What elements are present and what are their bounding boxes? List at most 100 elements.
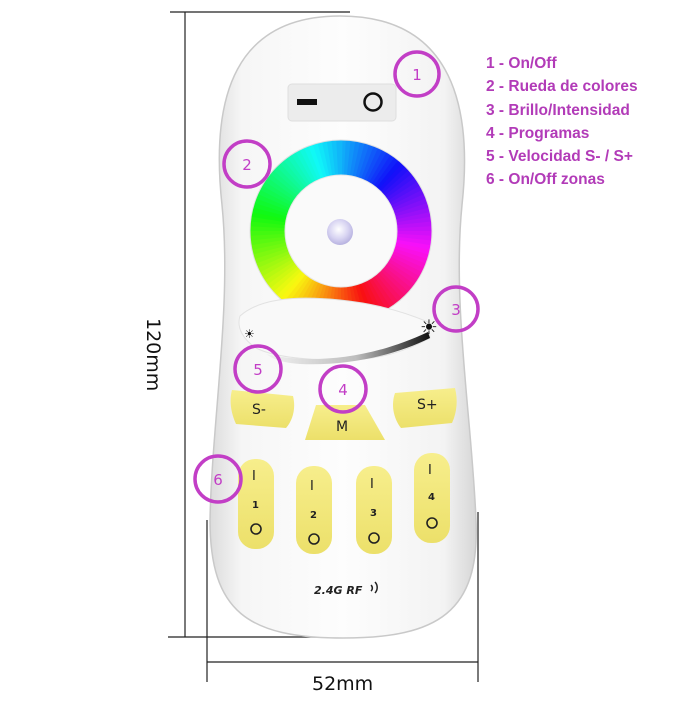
- wheel-segment: [259, 255, 293, 277]
- zone-off-mark: [250, 523, 262, 535]
- zone-button-4[interactable]: I 4: [414, 453, 450, 543]
- wheel-segment: [363, 147, 384, 182]
- power-on-mark: [363, 92, 383, 112]
- svg-text:1: 1: [412, 66, 422, 84]
- power-off-mark: [297, 99, 317, 105]
- zone-button-2[interactable]: I 2: [296, 466, 332, 554]
- zone-on-mark: I: [370, 477, 374, 492]
- wheel-segment: [308, 144, 325, 179]
- zone-on-mark: I: [428, 463, 432, 478]
- speed-down-button[interactable]: [230, 390, 295, 428]
- wheel-segment: [257, 188, 292, 209]
- wheel-segment: [326, 140, 337, 176]
- bright-sun-icon: ☀: [420, 315, 438, 339]
- wireless-icon: [370, 581, 378, 594]
- svg-text:6: 6: [213, 471, 223, 489]
- mode-button[interactable]: [305, 405, 385, 440]
- wheel-segment: [250, 235, 286, 246]
- zone-on-mark: I: [252, 469, 256, 484]
- brightness-slider[interactable]: [238, 297, 431, 361]
- wheel-segment: [269, 265, 300, 292]
- wheel-segment: [259, 184, 293, 206]
- callout-2: 2: [222, 139, 272, 189]
- callout-4: 4: [318, 364, 368, 414]
- wheel-segment: [389, 185, 423, 207]
- wheel-segment: [299, 147, 320, 182]
- wheel-segment: [376, 160, 403, 190]
- wheel-segment: [254, 197, 290, 214]
- wheel-segment: [394, 202, 430, 218]
- wheel-segment: [272, 267, 302, 296]
- wheel-segment: [382, 170, 413, 197]
- svg-text:5: 5: [253, 361, 263, 379]
- wheel-segment: [279, 272, 306, 302]
- wheel-segment: [317, 141, 331, 177]
- zone-button-1[interactable]: I 1: [238, 459, 274, 549]
- wheel-segment: [391, 251, 426, 270]
- wheel-segment: [395, 212, 432, 224]
- wheel-segment: [336, 140, 343, 176]
- wheel-segment: [280, 159, 307, 190]
- wheel-segment: [252, 244, 288, 260]
- zone-on-mark: I: [310, 479, 314, 494]
- wheel-segment: [371, 154, 396, 187]
- wheel-segment: [390, 253, 425, 274]
- wheel-segment: [322, 140, 334, 177]
- wheel-segment: [378, 163, 407, 193]
- wheel-segment: [264, 176, 297, 201]
- wheel-segment: [287, 153, 312, 186]
- svg-text:4: 4: [338, 381, 348, 399]
- svg-text:2: 2: [242, 156, 252, 174]
- wheel-segment: [373, 157, 400, 189]
- wheel-segment: [291, 151, 314, 185]
- wheel-segment: [267, 172, 299, 199]
- wheel-segment: [387, 259, 420, 282]
- wheel-segment: [273, 165, 303, 194]
- legend-item-on-off: 1 - On/Off: [486, 55, 557, 72]
- zone-number: 3: [370, 508, 377, 519]
- wheel-segment: [361, 146, 380, 181]
- wheel-segment: [312, 142, 328, 178]
- wheel-segment: [283, 156, 309, 188]
- wheel-segment: [368, 277, 391, 311]
- wheel-segment: [390, 189, 425, 210]
- wheel-segment: [276, 162, 305, 192]
- zone-off-mark: [426, 517, 438, 529]
- wheel-segment: [392, 248, 428, 265]
- zone-number: 2: [310, 510, 317, 521]
- wheel-segment: [386, 177, 419, 202]
- wheel-segment: [254, 247, 289, 264]
- wheel-segment: [375, 272, 402, 303]
- wheel-segment: [303, 145, 322, 180]
- wheel-segment: [370, 276, 395, 309]
- dim-sun-icon: ☀: [244, 327, 255, 341]
- wheel-segment: [282, 273, 309, 305]
- speed-up-button[interactable]: [393, 388, 457, 428]
- wheel-segment: [396, 226, 432, 233]
- legend-item-speed: 5 - Velocidad S- / S+: [486, 148, 633, 166]
- zone-off-mark: [368, 532, 380, 544]
- wheel-segment: [365, 279, 387, 313]
- callout-1: 1: [393, 50, 441, 98]
- wheel-segment: [387, 181, 421, 204]
- wheel-segment: [250, 238, 287, 250]
- wheel-segment: [392, 193, 427, 212]
- legend: 1 - On/Off 2 - Rueda de colores 3 - Bril…: [486, 52, 638, 192]
- wheel-segment: [295, 149, 317, 183]
- wheel-segment: [256, 192, 291, 211]
- wheel-segment: [389, 256, 423, 278]
- wheel-segment: [369, 152, 392, 185]
- legend-item-color-wheel: 2 - Rueda de colores: [486, 78, 638, 96]
- center-button[interactable]: [327, 219, 353, 245]
- wheel-segment: [263, 260, 296, 285]
- dimension-lines: [168, 11, 479, 682]
- speed-up-label: S+: [417, 397, 438, 413]
- wheel-segment: [377, 270, 406, 300]
- wheel-segment: [393, 198, 428, 215]
- zone-button-3[interactable]: I 3: [356, 466, 392, 554]
- wheel-segment: [250, 229, 286, 236]
- wheel-segment: [395, 207, 431, 221]
- legend-item-zones: 6 - On/Off zonas: [486, 171, 605, 189]
